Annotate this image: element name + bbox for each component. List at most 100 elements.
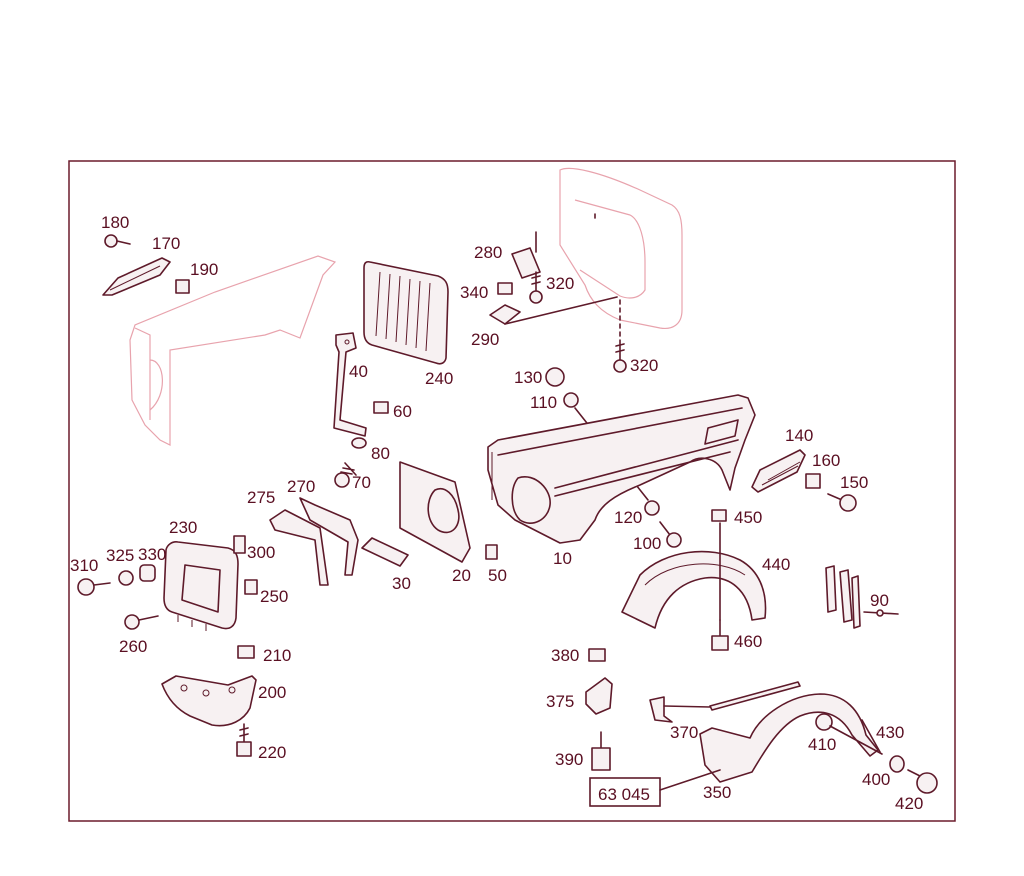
part-label-340: 340 — [460, 283, 488, 302]
part-trim-strip-370 — [709, 681, 801, 711]
part-wheel-liner — [621, 550, 767, 629]
part-clip-280 — [511, 231, 541, 279]
part-washer-110 — [563, 392, 579, 408]
part-main-fender — [487, 394, 756, 544]
part-label-450: 450 — [734, 508, 762, 527]
part-clip-210 — [237, 645, 255, 659]
part-clip-300 — [233, 535, 246, 554]
part-label-430: 430 — [876, 723, 904, 742]
part-clip-square — [175, 279, 190, 294]
diagram-frame — [68, 160, 956, 822]
part-seal-strip — [825, 565, 899, 629]
part-bolt-420 — [907, 769, 938, 794]
part-screw-320b — [613, 339, 627, 373]
part-label-370: 370 — [670, 723, 698, 742]
part-label-10: 10 — [553, 549, 572, 568]
part-label-190: 190 — [190, 260, 218, 279]
part-label-90: 90 — [870, 591, 889, 610]
part-label-200: 200 — [258, 683, 286, 702]
part-label-150: 150 — [840, 473, 868, 492]
part-label-410: 410 — [808, 735, 836, 754]
part-label-120: 120 — [614, 508, 642, 527]
part-screw-70 — [334, 462, 357, 488]
part-bolt-small — [104, 234, 131, 248]
part-label-240: 240 — [425, 369, 453, 388]
part-bracket-370 — [649, 696, 673, 723]
part-fastener-390 — [591, 731, 611, 771]
part-label-460: 460 — [734, 632, 762, 651]
part-label-180: 180 — [101, 213, 129, 232]
part-label-100: 100 — [633, 534, 661, 553]
part-label-70: 70 — [352, 473, 371, 492]
part-label-275: 275 — [247, 488, 275, 507]
part-label-440: 440 — [762, 555, 790, 574]
part-clip-250 — [244, 579, 258, 595]
part-label-230: 230 — [169, 518, 197, 537]
part-side-vent — [751, 449, 806, 493]
part-nut-410 — [815, 713, 833, 731]
part-label-420: 420 — [895, 794, 923, 813]
part-label-160: 160 — [812, 451, 840, 470]
part-label-20: 20 — [452, 566, 471, 585]
part-clip-450 — [711, 509, 727, 522]
ghost-fender-left — [129, 255, 337, 446]
part-label-325: 325 — [106, 546, 134, 565]
part-clip-340 — [497, 282, 513, 295]
part-label-60: 60 — [393, 402, 412, 421]
leader-430 — [861, 719, 881, 753]
part-spacer-330 — [139, 564, 156, 582]
part-label-30: 30 — [392, 574, 411, 593]
part-label-310: 310 — [70, 556, 98, 575]
part-screw-260 — [124, 614, 159, 630]
part-label-40: 40 — [349, 362, 368, 381]
part-clip-50 — [485, 544, 498, 560]
part-clip-290 — [489, 213, 618, 325]
part-fastener-460 — [711, 619, 729, 651]
part-bracket-375 — [585, 677, 613, 715]
part-mount-bracket — [333, 332, 367, 437]
part-label-280: 280 — [474, 243, 502, 262]
leader-370 — [663, 705, 711, 708]
part-strut-430 — [829, 725, 883, 755]
part-washer-120 — [644, 500, 660, 516]
part-support-275 — [269, 509, 329, 586]
part-label-130: 130 — [514, 368, 542, 387]
part-lower-cover — [161, 675, 257, 727]
part-label-350: 350 — [703, 783, 731, 802]
part-trim-strip — [102, 257, 171, 296]
part-strip-30 — [361, 537, 409, 567]
part-label-220: 220 — [258, 743, 286, 762]
part-label-330: 330 — [138, 545, 166, 564]
part-support-270 — [299, 497, 359, 576]
part-label-380: 380 — [551, 646, 579, 665]
part-washer-400 — [889, 755, 905, 773]
part-label-140: 140 — [785, 426, 813, 445]
part-clip-160 — [805, 473, 821, 489]
part-label-270: 270 — [287, 477, 315, 496]
part-label-375: 375 — [546, 692, 574, 711]
figure-code-box — [589, 777, 661, 807]
part-inner-panel — [399, 461, 471, 563]
part-clip-380 — [588, 648, 606, 662]
part-screw-320a — [529, 271, 543, 304]
figure-code-label: 63 045 — [598, 785, 650, 804]
part-label-320: 320 — [630, 356, 658, 375]
part-nut-130 — [545, 367, 565, 387]
part-label-250: 250 — [260, 587, 288, 606]
part-clip-nut — [373, 401, 389, 414]
part-screw-220 — [236, 723, 252, 757]
part-label-170: 170 — [152, 234, 180, 253]
part-bolt-310 — [77, 578, 111, 596]
part-screw-150 — [827, 493, 857, 512]
part-label-110: 110 — [530, 393, 557, 412]
ghost-door-panel — [559, 167, 683, 330]
part-label-290: 290 — [471, 330, 499, 349]
part-washer-325 — [118, 570, 134, 586]
part-wheel-flare — [699, 693, 879, 783]
part-bolt-100 — [659, 521, 682, 548]
part-washer — [351, 437, 367, 449]
part-label-390: 390 — [555, 750, 583, 769]
